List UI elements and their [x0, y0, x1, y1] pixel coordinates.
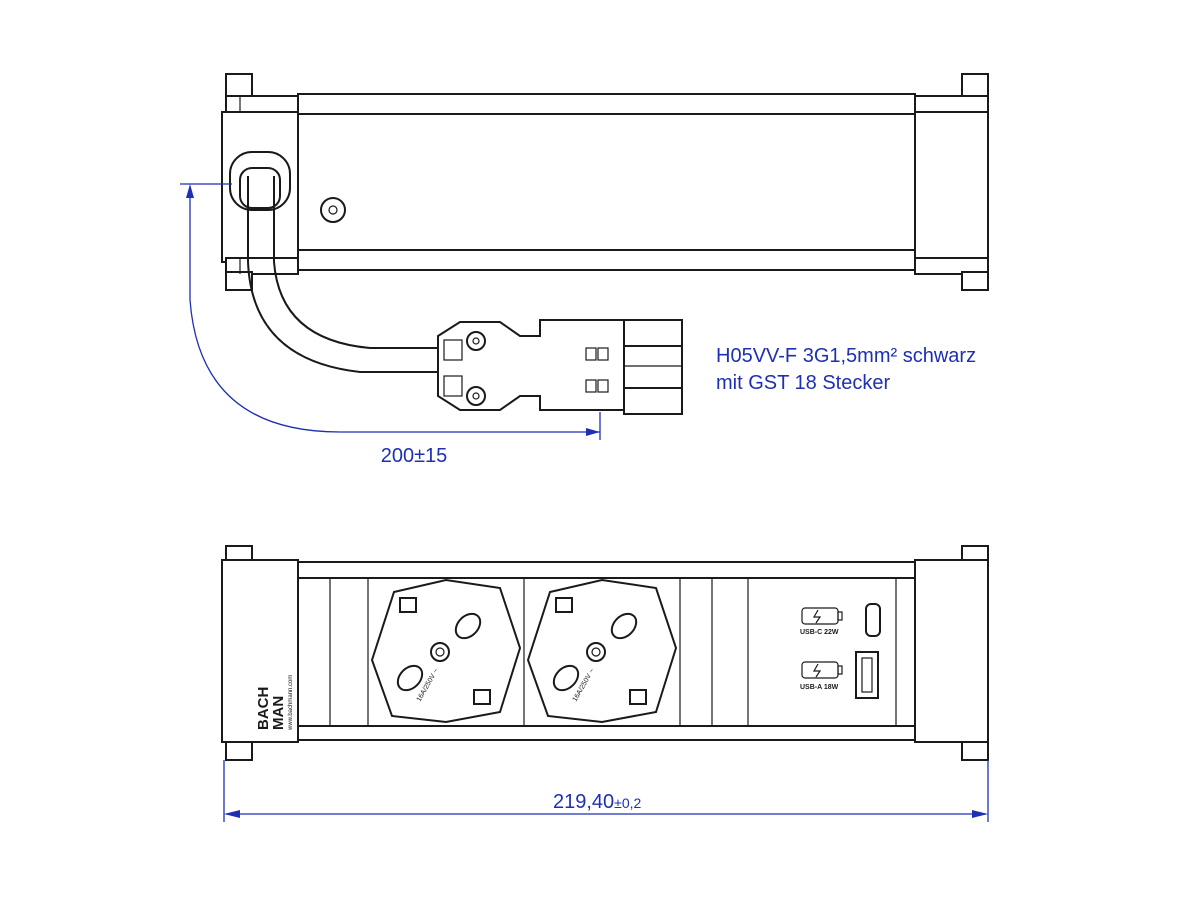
- dim-arrow-right: [586, 428, 600, 436]
- usb-c-charge-icon: [801, 607, 843, 625]
- usb-a-label: USB-A 18W: [800, 684, 839, 691]
- brand-line2: MAN: [270, 696, 287, 730]
- usb-c-port: [865, 603, 881, 637]
- top-profile-body: [297, 93, 916, 271]
- width-arrow-left: [224, 810, 240, 818]
- width-main: 219,40: [553, 791, 614, 813]
- front-view: BACH MAN www.bachmann.com 16A/250V ~ 16A…: [221, 545, 989, 822]
- width-value: 219,40±0,2: [553, 791, 642, 813]
- cable-spec-line1: H05VV-F 3G1,5mm² schwarz: [716, 345, 976, 367]
- schuko-socket-2: 16A/250V ~: [526, 578, 678, 724]
- top-right-end-cap: [914, 73, 989, 291]
- width-arrow-right: [972, 810, 988, 818]
- cable-length-dimension: 200±15: [180, 183, 601, 467]
- power-cable: [247, 176, 440, 373]
- width-dimension: 219,40±0,2: [223, 760, 989, 822]
- cable-spec-line2: mit GST 18 Stecker: [716, 372, 890, 394]
- cable-gland: [229, 151, 291, 211]
- brand-line1: BACH: [255, 687, 272, 730]
- width-tolerance: ±0,2: [614, 795, 641, 811]
- front-left-end-cap: [221, 545, 299, 761]
- screw-hole: [320, 197, 346, 223]
- brand-logo: BACH MAN www.bachmann.com: [255, 675, 294, 731]
- gst18-connector: [437, 319, 683, 415]
- usb-a-port: [855, 651, 879, 699]
- schuko-socket-1: 16A/250V ~: [370, 578, 522, 724]
- front-right-end-cap: [914, 545, 989, 761]
- usb-module: USB-C 22W USB-A 18W: [800, 603, 881, 699]
- cable-length-label: 200±15: [381, 445, 448, 467]
- dim-arrow-top: [186, 184, 194, 198]
- usb-c-label: USB-C 22W: [800, 629, 839, 636]
- top-view: 200±15 H05VV-F 3G1,5mm² schwarz mit GST …: [180, 73, 989, 467]
- brand-web: www.bachmann.com: [288, 675, 294, 731]
- usb-a-charge-icon: [801, 661, 843, 679]
